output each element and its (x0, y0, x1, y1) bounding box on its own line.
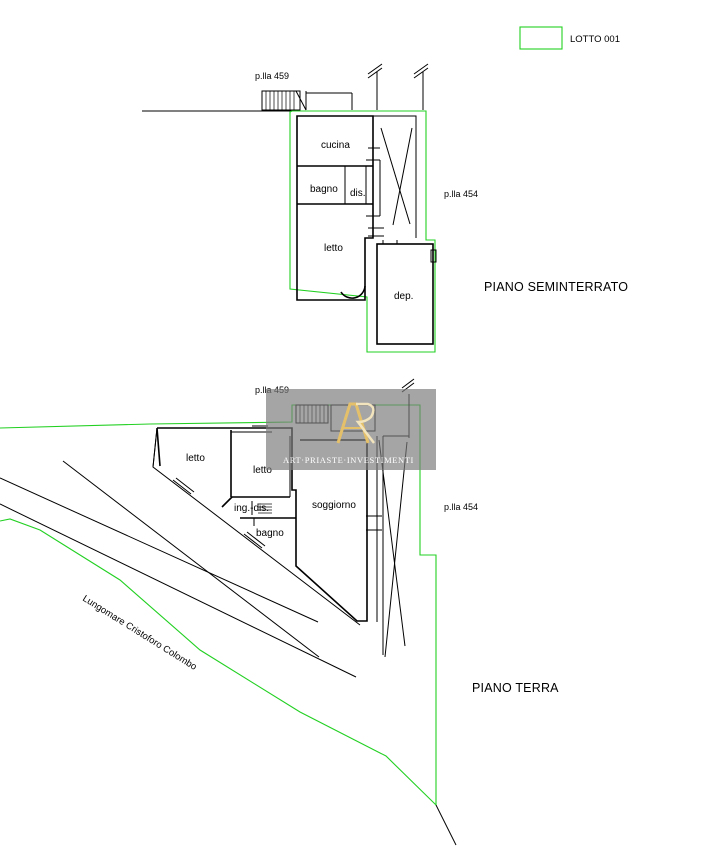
watermark: ART·PRIASTE·INVESTIMENTI (266, 389, 436, 470)
legend: LOTTO 001 (519, 26, 620, 50)
basement-room-storage: dep. (394, 291, 413, 302)
basement-parcel-right-label: p.lla 454 (444, 189, 478, 199)
legend-swatch (519, 26, 563, 50)
entrance-stair (258, 503, 272, 514)
basement-parcel-top-label: p.lla 459 (255, 71, 289, 81)
basement-lot-boundary (289, 110, 436, 353)
legend-label: LOTTO 001 (570, 34, 620, 45)
ground-floor-title: PIANO TERRA (472, 681, 559, 695)
basement-room-hall: dis. (350, 188, 366, 199)
basement-plan: p.lla 459 p.lla 454 PIANO SEMINTERRATO (142, 63, 628, 353)
basement-room-bedroom: letto (324, 243, 343, 254)
basement-room-bath: bagno (310, 184, 338, 195)
ground-parcel-right-label: p.lla 454 (444, 502, 478, 512)
basement-floor-title: PIANO SEMINTERRATO (484, 280, 628, 294)
ground-room-bedroom-2: letto (253, 465, 272, 476)
ground-room-living: soggiorno (312, 500, 356, 511)
ground-floor-plan: p.lla 459 p.lla 454 PIANO TERRA (0, 378, 559, 846)
basement-room-kitchen: cucina (321, 140, 350, 151)
ground-room-entrance: ing.-dis. (234, 503, 269, 514)
basement-stair (261, 90, 307, 111)
ground-room-bath: bagno (256, 528, 284, 539)
ar-monogram-logo-icon (336, 402, 375, 444)
ground-room-bedroom-1: letto (186, 453, 205, 464)
watermark-text: ART·PRIASTE·INVESTIMENTI (283, 455, 414, 465)
